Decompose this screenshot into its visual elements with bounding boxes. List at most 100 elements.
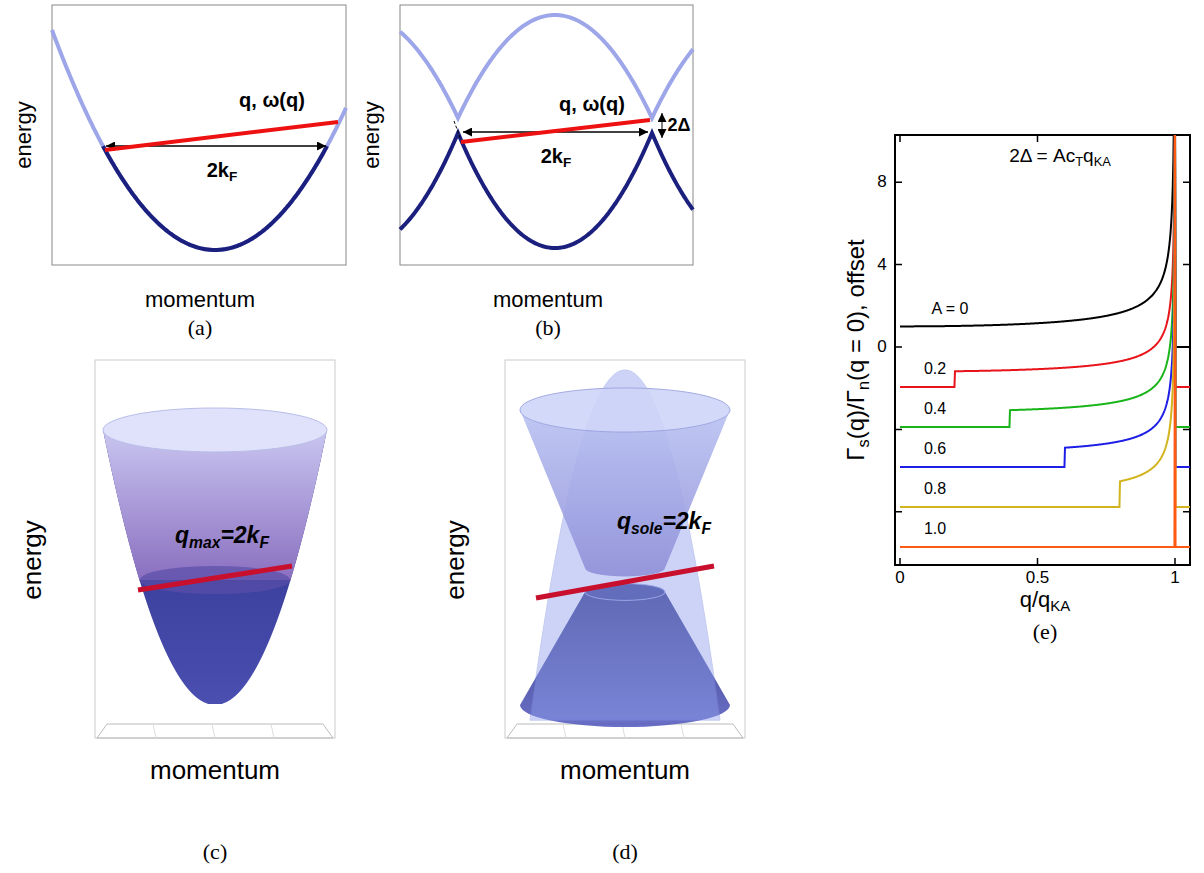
- label-group: q, ω(q): [559, 93, 625, 115]
- band-curve: [52, 30, 346, 250]
- label: momentum: [150, 755, 280, 785]
- label: q: [1083, 145, 1094, 166]
- label-group: 2Δ: [668, 116, 691, 136]
- label: 0: [895, 568, 904, 587]
- label-group: momentum: [493, 288, 603, 312]
- label: Γ: [842, 447, 869, 460]
- rate-curve: [900, 135, 1190, 347]
- subscript: s: [854, 439, 872, 447]
- label-group: 4: [877, 255, 886, 274]
- label-group: 0.8: [924, 480, 946, 498]
- curves: [900, 135, 1190, 547]
- label-group: energy: [441, 520, 470, 600]
- rate-curve: [900, 135, 1190, 427]
- label: energy: [440, 520, 470, 600]
- nesting-vector: [105, 122, 338, 150]
- label-group: 0.2: [924, 360, 946, 378]
- label-group: energy: [18, 520, 47, 600]
- label: q: [175, 522, 189, 548]
- subscript: max: [189, 534, 220, 551]
- label: A = 0: [932, 300, 969, 317]
- label: 2k: [207, 159, 229, 181]
- label-group: q/qKA: [1020, 588, 1071, 615]
- dashed-link: [454, 121, 461, 140]
- label: 0.2: [924, 360, 946, 377]
- label-group: A = 0: [932, 300, 969, 318]
- rate-curve: [900, 135, 1190, 547]
- label-group: qmax=2kF: [175, 523, 269, 551]
- label-group: momentum: [560, 756, 690, 785]
- subscript: n: [854, 381, 872, 390]
- label: q/q: [1020, 587, 1051, 612]
- upper-cone-rim: [520, 388, 730, 432]
- label: energy: [359, 101, 384, 168]
- label: (e): [1033, 619, 1057, 644]
- nesting-vector: [536, 566, 714, 598]
- axes-box: [505, 360, 745, 738]
- rate-curve: [900, 135, 1190, 507]
- label: (q = 0), offset: [842, 239, 869, 381]
- label-group: 0.4: [924, 400, 946, 418]
- label-group: qsole=2kF: [617, 509, 711, 537]
- label: 0: [877, 337, 886, 356]
- label-group: 1: [1170, 569, 1179, 588]
- label-group: (d): [612, 840, 638, 864]
- band-curve: [400, 15, 693, 118]
- label-group: 8: [877, 173, 886, 192]
- subscript: F: [701, 520, 711, 537]
- subscript: sole: [631, 520, 662, 537]
- label-group: q, ω(q): [239, 89, 305, 111]
- rim: [103, 408, 327, 452]
- label-group: Γs(q)/Γn(q = 0), offset: [843, 239, 873, 460]
- label-group: 1.0: [924, 520, 946, 538]
- label: 2k: [541, 145, 563, 167]
- label-group: 0.5: [1026, 569, 1050, 588]
- label: (q)/Γ: [842, 390, 869, 439]
- rate-curve: [900, 135, 1190, 467]
- gap-arrow: [662, 113, 663, 138]
- label: 0.8: [924, 480, 946, 497]
- label: 1: [1170, 568, 1179, 587]
- label: (d): [612, 839, 638, 864]
- subscript: T: [1075, 154, 1083, 169]
- label: (b): [535, 315, 561, 340]
- label: 8: [877, 172, 886, 191]
- label: 2Δ: [668, 115, 691, 135]
- label-group: 2kF: [541, 145, 572, 171]
- nesting-vector: [138, 566, 292, 590]
- subscript: F: [563, 155, 571, 170]
- label-group: momentum: [145, 288, 255, 312]
- label-group: (a): [188, 316, 212, 340]
- band-curve: [103, 146, 327, 250]
- label: (c): [203, 839, 227, 864]
- axes-box: [95, 360, 335, 738]
- label: 4: [877, 254, 886, 273]
- label-group: (c): [203, 840, 227, 864]
- label: =2k: [220, 522, 259, 548]
- label-group: 0: [877, 338, 886, 357]
- label: 0.6: [924, 440, 946, 457]
- label: 1.0: [924, 520, 946, 537]
- label-group: energy: [12, 101, 36, 168]
- subscript: F: [259, 534, 269, 551]
- upper-cone: [520, 410, 730, 576]
- label: energy: [17, 520, 47, 600]
- label: 0.4: [924, 400, 946, 417]
- label-group: energy: [360, 101, 384, 168]
- label: 0.5: [1026, 568, 1050, 587]
- label: momentum: [560, 755, 690, 785]
- paraboloid-lower: [103, 430, 327, 704]
- label-group: 0: [895, 569, 904, 588]
- band-curve: [400, 133, 693, 248]
- label: q, ω(q): [559, 93, 625, 115]
- nesting-vector: [461, 120, 650, 142]
- label: energy: [11, 101, 36, 168]
- label: =2k: [662, 508, 701, 534]
- subscript: KA: [1050, 597, 1070, 614]
- label: 2Δ = Ac: [1009, 145, 1075, 166]
- plot-frame: [400, 5, 693, 265]
- rate-curve: [900, 135, 1190, 387]
- label-group: (e): [1033, 620, 1057, 644]
